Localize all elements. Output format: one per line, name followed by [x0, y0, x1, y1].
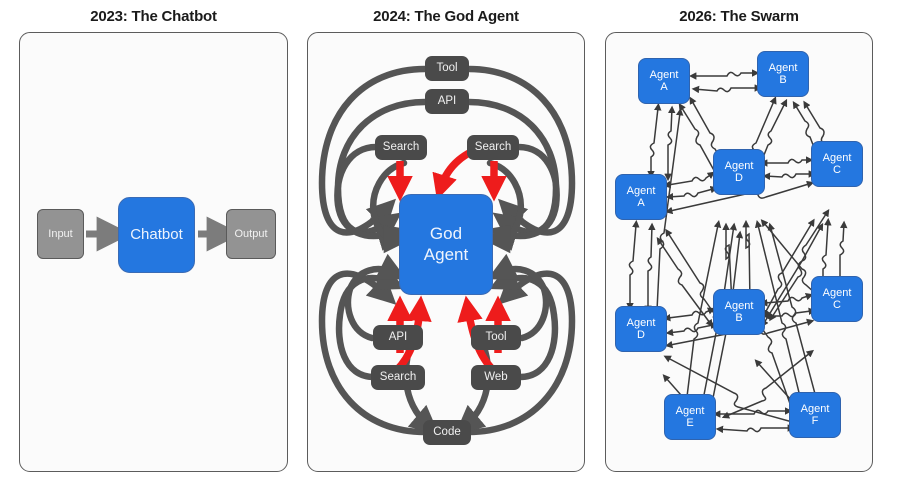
edge-search-tl-loop: [334, 143, 406, 251]
agent-node-d-left-label: Agent D: [626, 316, 656, 341]
edge-al-d-1: [662, 171, 715, 189]
edge-d-c2-diag-1: [760, 219, 828, 305]
edge-a-dl-long: [652, 107, 684, 334]
panel-title-swarm: 2026: The Swarm: [679, 8, 799, 25]
agent-node-f-bottom[interactable]: Agent F: [789, 392, 841, 438]
input-node-label: Input: [48, 227, 73, 240]
tool-node-top-label: Tool: [436, 62, 458, 75]
panel-title-chatbot: 2023: The Chatbot: [90, 8, 217, 25]
edge-search-tr-loop2: [481, 159, 524, 254]
chatbot-edges: [86, 216, 242, 252]
agent-node-c-right2-label: Agent C: [822, 286, 852, 311]
edge-c-c2-2: [836, 220, 848, 287]
agent-node-c-right-label: Agent C: [822, 151, 852, 176]
agent-node-b-center[interactable]: Agent B: [713, 289, 765, 335]
edge-a-b-1: [688, 69, 760, 80]
api-node-bottom-label: API: [388, 331, 408, 344]
edge-b-c2-2: [762, 307, 817, 320]
agent-node-d-left[interactable]: Agent D: [615, 306, 667, 352]
web-node-bottomright[interactable]: Web: [471, 365, 521, 390]
edge-al-dl-2: [644, 222, 656, 314]
panel-god-agent: Tool API Search Search God Agent API Too…: [307, 32, 585, 472]
agent-node-b-top-label: Agent B: [768, 61, 798, 86]
god-agent-node-label: God Agent: [423, 223, 469, 264]
panel-chatbot: Input Chatbot Output: [19, 32, 288, 472]
edge-bt-d-2: [753, 98, 788, 180]
edge-d-c-1: [759, 156, 814, 167]
chatbot-node[interactable]: Chatbot: [118, 197, 195, 273]
edge-b-d-2: [742, 219, 754, 308]
tool-node-bottom-label: Tool: [485, 331, 507, 344]
api-node-bottom[interactable]: API: [373, 325, 423, 350]
tool-node-top[interactable]: Tool: [425, 56, 469, 81]
agent-node-c-right[interactable]: Agent C: [811, 141, 863, 187]
edge-c-c2-1: [819, 217, 832, 284]
search-node-topright-label: Search: [474, 141, 512, 154]
edge-f-b-up-1: [756, 321, 797, 420]
edge-d-c-2: [762, 170, 817, 181]
search-node-bottomleft[interactable]: Search: [371, 365, 425, 390]
edge-a-al-1: [647, 102, 662, 179]
edge-e-f-2: [715, 424, 796, 434]
edge-code-left-outer: [318, 270, 429, 436]
search-node-bottomleft-label: Search: [379, 371, 417, 384]
edge-bt-c-2: [792, 100, 823, 168]
god-agent-node[interactable]: God Agent: [399, 194, 493, 295]
panel-title-god-agent: 2024: The God Agent: [373, 8, 519, 25]
edge-search-tr-loop: [488, 143, 560, 251]
edge-a-d-2: [678, 102, 719, 179]
chatbot-node-label: Chatbot: [130, 225, 183, 243]
agent-node-e-bottom[interactable]: Agent E: [664, 394, 716, 440]
web-node-bottomright-label: Web: [484, 371, 508, 384]
search-node-topright[interactable]: Search: [467, 135, 519, 160]
output-node[interactable]: Output: [226, 209, 276, 259]
code-node-bottom[interactable]: Code: [423, 420, 471, 445]
edge-search-tl-loop2: [370, 159, 413, 254]
input-node[interactable]: Input: [37, 209, 84, 259]
edge-a-b-2: [691, 84, 763, 94]
edge-dl-b-2: [665, 321, 719, 337]
edge-searchb-left-outer: [335, 264, 405, 381]
edge-toolb-loop: [487, 253, 550, 342]
agent-node-d-center[interactable]: Agent D: [713, 149, 765, 195]
agent-node-a-top-label: Agent A: [649, 68, 679, 93]
edge-code-right-outer: [465, 270, 576, 436]
search-node-topleft-label: Search: [382, 141, 420, 154]
agent-node-a-left[interactable]: Agent A: [615, 174, 667, 220]
agent-node-b-center-label: Agent B: [724, 299, 754, 324]
edge-a-al-2: [664, 105, 676, 182]
search-node-topleft[interactable]: Search: [375, 135, 427, 160]
edge-al-b-1: [665, 228, 720, 321]
edge-al-d-2: [665, 185, 718, 201]
tool-node-bottom[interactable]: Tool: [471, 325, 521, 350]
panel-swarm: Agent A Agent B Agent A Agent D Agent C …: [605, 32, 873, 472]
code-node-bottom-label: Code: [433, 426, 461, 439]
output-node-label: Output: [234, 227, 268, 240]
agent-node-a-left-label: Agent A: [626, 184, 656, 209]
edge-al-dl-1: [626, 219, 640, 311]
agent-node-a-top[interactable]: Agent A: [638, 58, 690, 104]
agent-node-d-center-label: Agent D: [724, 159, 754, 184]
agent-node-e-bottom-label: Agent E: [675, 404, 705, 429]
api-node-top-label: API: [437, 95, 457, 108]
agent-node-b-top[interactable]: Agent B: [757, 51, 809, 97]
api-node-top[interactable]: API: [425, 89, 469, 114]
edge-web-right-outer: [489, 264, 559, 381]
agent-node-f-bottom-label: Agent F: [800, 402, 830, 427]
edge-apib-loop: [344, 253, 407, 342]
agent-node-c-right2[interactable]: Agent C: [811, 276, 863, 322]
